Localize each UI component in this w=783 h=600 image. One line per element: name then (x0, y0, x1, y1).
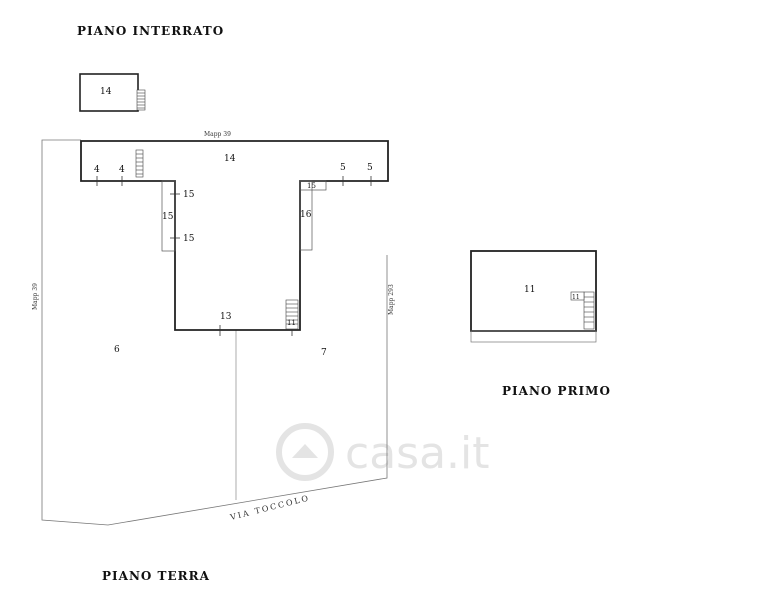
ground-plan: Mapp 39 Mapp 39 Mapp 293 VIA TOCCOLO 14 … (32, 131, 395, 526)
first-floor-stair-label: 11 (572, 294, 580, 301)
basement-plan: 14 (79, 73, 146, 112)
label-left-15-upper: 15 (183, 190, 195, 200)
label-yard-right: 7 (321, 348, 327, 358)
label-bottom-11: 11 (287, 319, 296, 327)
basement-room-label: 14 (100, 87, 112, 97)
building-outline (80, 140, 389, 331)
label-left-4b: 4 (119, 165, 125, 175)
watermark: casa.it (276, 423, 490, 481)
basement-stair (136, 89, 146, 111)
first-floor-plan: 11 11 (470, 250, 597, 343)
label-main-top: 14 (224, 154, 236, 164)
ground-stair-bottom (285, 299, 299, 330)
label-right-16: 16 (300, 210, 312, 220)
label-left-15-mid: 15 (162, 212, 174, 222)
parcel-left-label: Mapp 39 (32, 283, 39, 310)
label-left-4a: 4 (94, 165, 100, 175)
first-floor-stair (570, 291, 595, 330)
title-ground: PIANO TERRA (102, 569, 210, 583)
label-right-15: 15 (307, 182, 316, 190)
lot-boundary (41, 139, 388, 526)
label-right-5b: 5 (367, 163, 373, 173)
ground-stair-top (135, 149, 144, 178)
watermark-text: casa.it (345, 428, 490, 479)
label-right-5a: 5 (340, 163, 346, 173)
parcel-top-label: Mapp 39 (204, 131, 231, 138)
first-floor-room-label: 11 (524, 285, 535, 295)
label-bottom-13: 13 (220, 312, 232, 322)
parcel-right-label: Mapp 293 (388, 284, 395, 315)
title-first: PIANO PRIMO (502, 384, 611, 398)
title-basement: PIANO INTERRATO (77, 24, 224, 38)
label-yard-left: 6 (114, 345, 120, 355)
label-left-15-lower: 15 (183, 234, 195, 244)
